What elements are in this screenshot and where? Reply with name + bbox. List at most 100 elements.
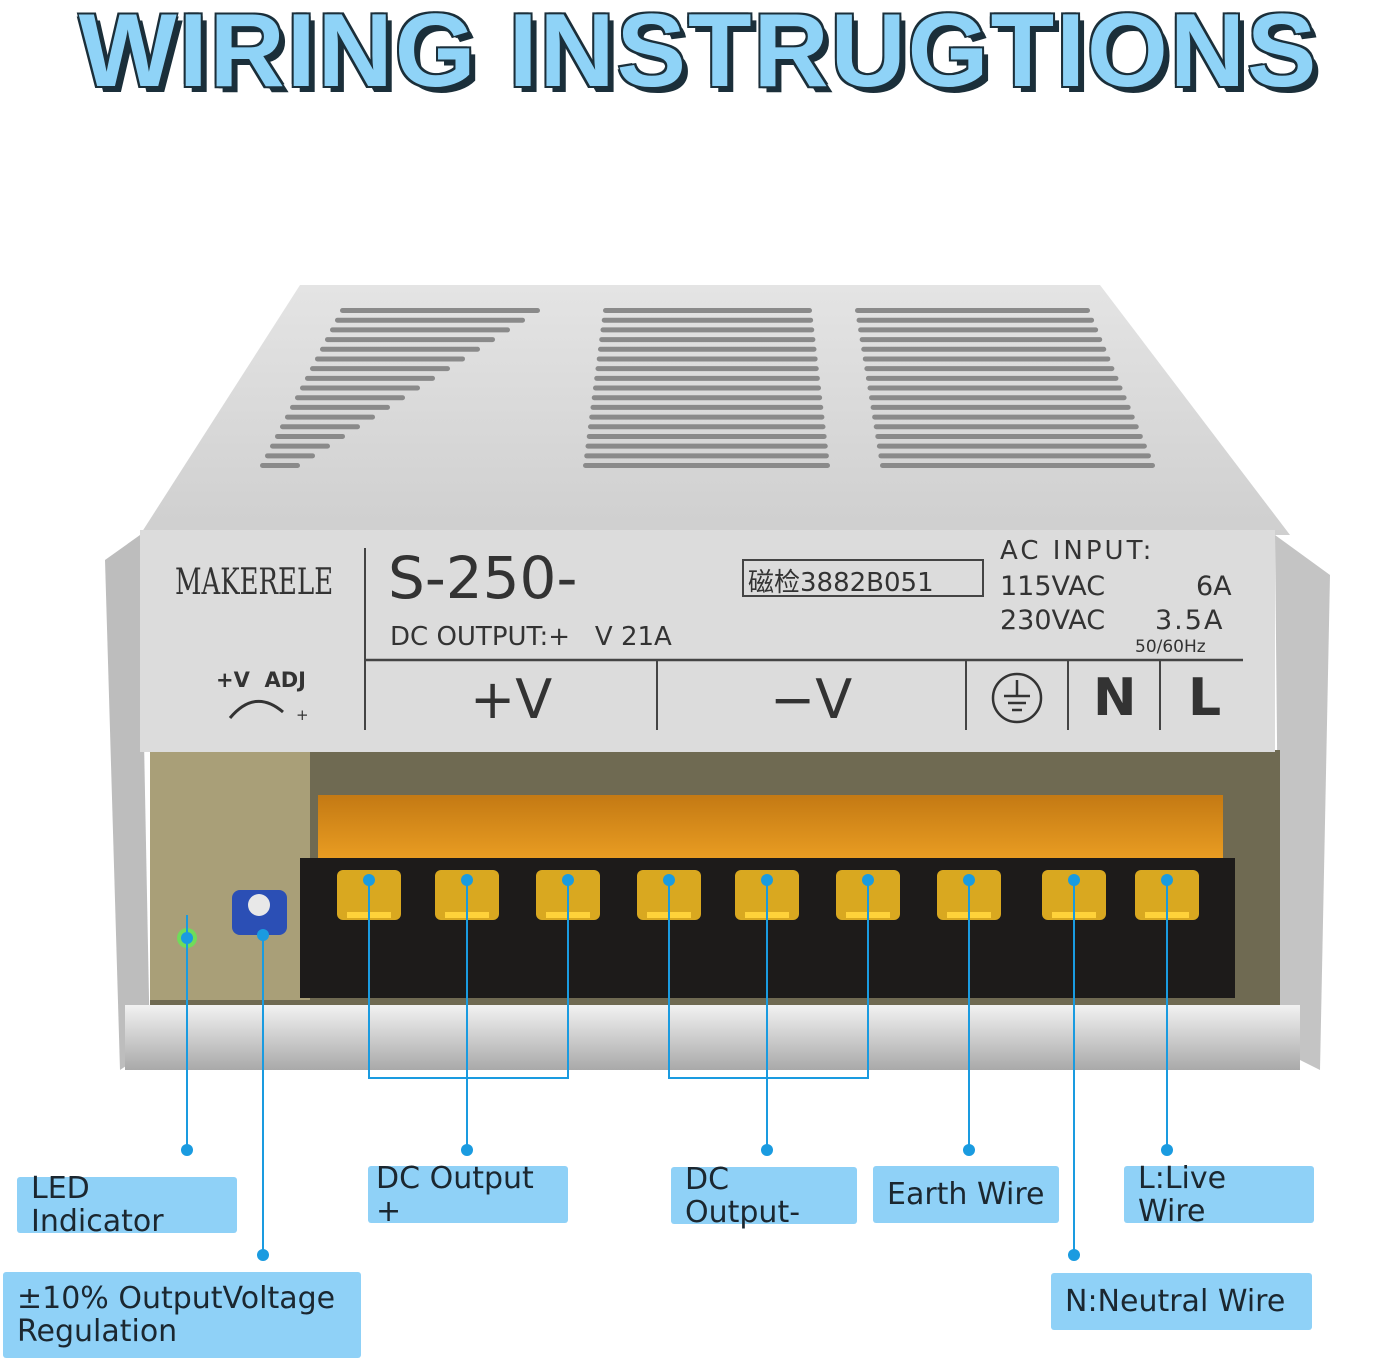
callout-line (368, 880, 569, 1079)
callout-dot (761, 874, 773, 886)
vent-slot (594, 375, 820, 381)
vent-slot (588, 424, 826, 430)
adj-arrow-icon (228, 699, 284, 719)
terminal-cover (318, 795, 1223, 860)
callout-dot (181, 932, 193, 944)
callout-neutral-wire: N:Neutral Wire (1051, 1273, 1312, 1330)
cert-label: 磁检3882B051 (748, 568, 934, 598)
vent-slot (590, 404, 824, 410)
vent-slot (310, 366, 450, 372)
vent-slot (593, 385, 821, 391)
vent-slot (859, 337, 1103, 343)
terminal-plus-v-label: +V (470, 668, 553, 731)
adj-label: +V ADJ (216, 668, 306, 692)
vent-slot (595, 366, 819, 372)
callout-voltage-regulation: ±10% OutputVoltage Regulation (3, 1272, 361, 1358)
page-title: WIRING INSTRUGTIONS (78, 0, 1319, 109)
vent-slot (290, 404, 390, 410)
vent-slot (295, 395, 405, 401)
vent-slot (869, 395, 1127, 401)
vent-slot (875, 433, 1143, 439)
callout-dot (461, 1144, 473, 1156)
vent-slot (870, 404, 1131, 410)
callout-line (668, 880, 869, 1079)
vent-slot (585, 443, 828, 449)
vent-slot (872, 414, 1135, 420)
vent-slot (584, 453, 829, 459)
vent-slot (315, 356, 465, 362)
vent-slot (325, 337, 495, 343)
brand-label: MAKERELE (175, 562, 334, 603)
callout-dot (862, 874, 874, 886)
vent-slot (591, 395, 823, 401)
vent-slot (861, 346, 1107, 352)
vent-slot (305, 375, 435, 381)
vent-slot (856, 317, 1095, 323)
vent-slot (583, 463, 830, 468)
ac-115-current: 6A (1196, 571, 1232, 602)
vent-slot (600, 327, 815, 333)
callout-dc-output-minus: DC Output- (671, 1163, 857, 1229)
dc-output-label: DC OUTPUT:+ V 21A (390, 622, 672, 652)
vent-slot (275, 433, 345, 439)
model-label: S-250- (388, 544, 578, 612)
adj-plus: + (296, 706, 309, 724)
vent-slots (260, 308, 1155, 468)
vent-slot (270, 443, 330, 449)
vent-slot (865, 375, 1119, 381)
callout-dot (963, 1144, 975, 1156)
frequency-label: 50/60Hz (1135, 637, 1206, 657)
terminal-n-label: N (1093, 668, 1137, 728)
ground-symbol-icon (991, 672, 1043, 724)
callout-dot (1068, 874, 1080, 886)
callout-dot (562, 874, 574, 886)
vent-slot (586, 433, 827, 439)
vent-slot (300, 385, 420, 391)
ac-230-label: 230VAC (1000, 605, 1106, 636)
vent-slot (880, 463, 1155, 468)
ac-input-label: AC INPUT: (1000, 536, 1155, 566)
vent-slot (285, 414, 375, 420)
callout-dot (257, 929, 269, 941)
callout-dot (1161, 874, 1173, 886)
callout-dot (663, 874, 675, 886)
label-plate (140, 530, 1275, 752)
callout-dot (1068, 1249, 1080, 1261)
vent-slot (320, 346, 480, 352)
vent-slot (598, 346, 817, 352)
callout-led-indicator: LED Indicator (17, 1172, 237, 1238)
vent-slot (265, 453, 315, 459)
ac-230-current: 3.5A (1155, 605, 1225, 636)
vent-slot (260, 463, 300, 468)
ac-115-label: 115VAC (1000, 571, 1106, 602)
callout-dot (363, 874, 375, 886)
vent-slot (596, 356, 818, 362)
vent-slot (335, 317, 525, 323)
vent-slot (878, 453, 1151, 459)
callout-dot (461, 874, 473, 886)
vent-slot (330, 327, 510, 333)
vent-slot (340, 308, 540, 313)
vent-slot (855, 308, 1090, 313)
vent-slot (873, 424, 1139, 430)
callout-dot (963, 874, 975, 886)
callout-dc-output-plus: DC Output + (368, 1162, 568, 1228)
terminal-minus-v-label: −V (770, 668, 853, 731)
callout-dot (257, 1249, 269, 1261)
vent-slot (862, 356, 1111, 362)
vent-slot (858, 327, 1099, 333)
terminal-l-label: L (1188, 668, 1222, 728)
vent-slot (589, 414, 825, 420)
vent-slot (876, 443, 1147, 449)
callout-dot (761, 1144, 773, 1156)
vent-slot (280, 424, 360, 430)
vent-slot (603, 308, 812, 313)
vent-slot (601, 317, 814, 323)
vent-slot (599, 337, 816, 343)
vent-slot (864, 366, 1115, 372)
callout-earth-wire: Earth Wire (873, 1166, 1059, 1223)
callout-live-wire: L:Live Wire (1124, 1162, 1314, 1228)
callout-dot (181, 1144, 193, 1156)
vent-slot (867, 385, 1123, 391)
